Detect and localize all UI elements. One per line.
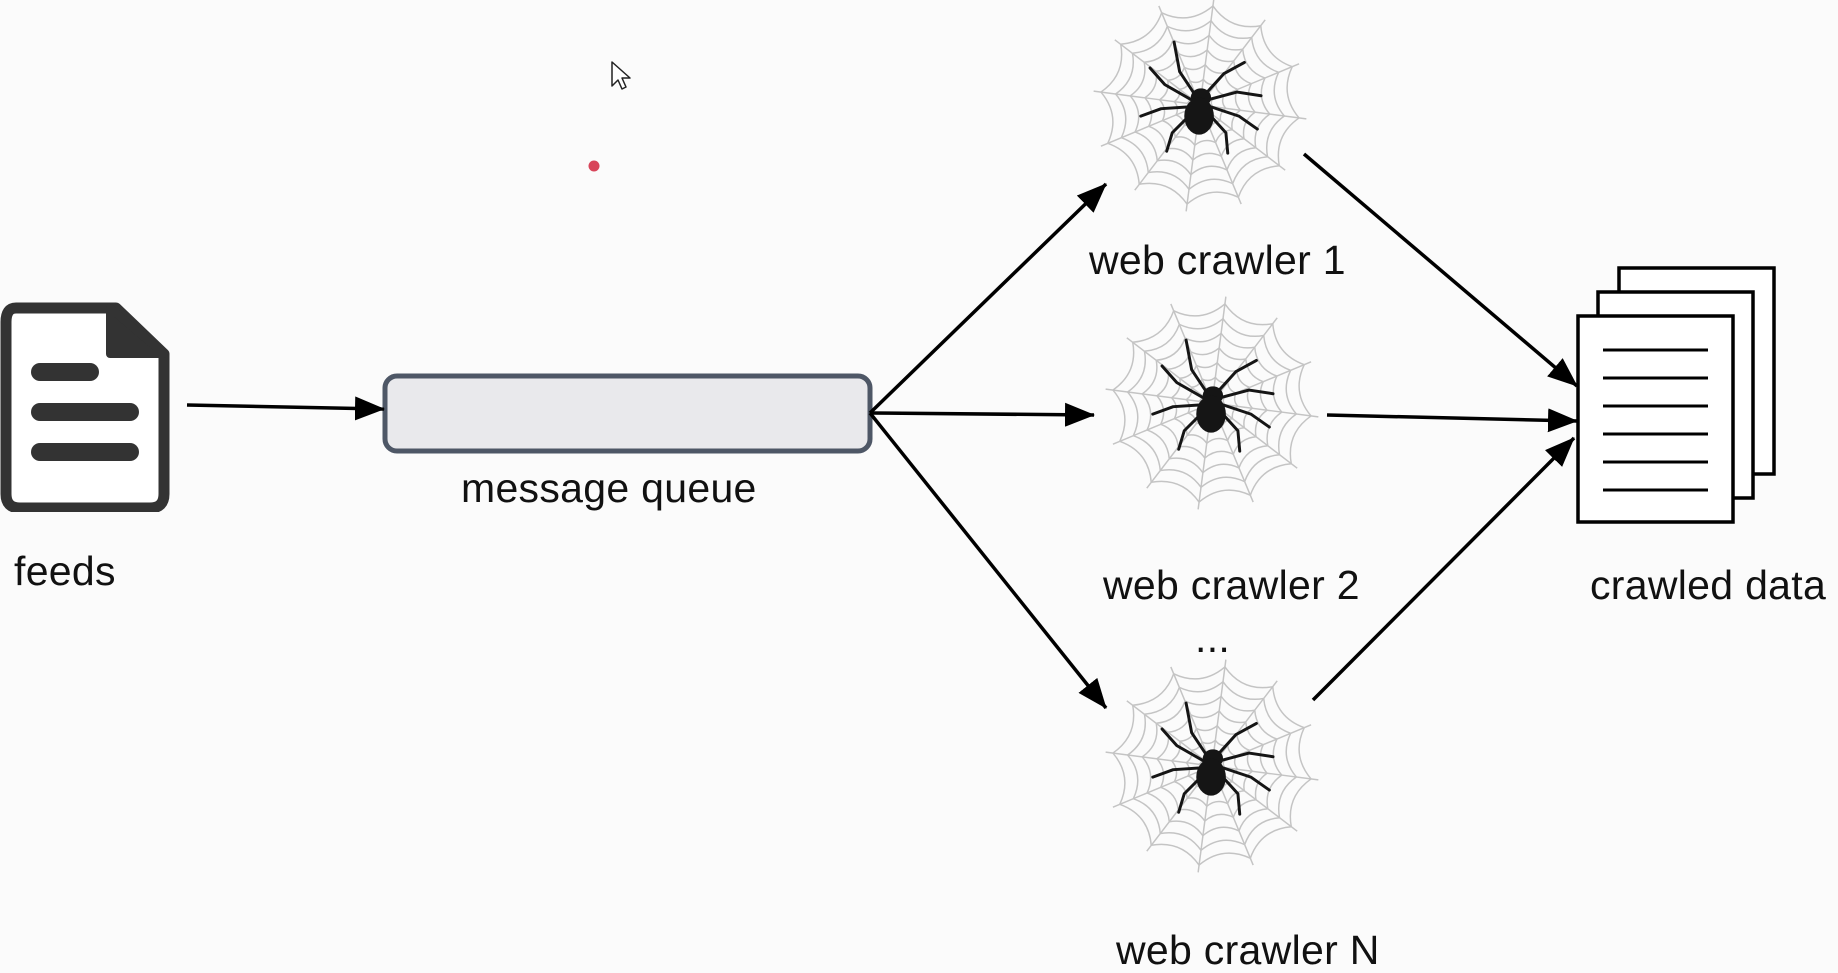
- web-crawler-1-label: web crawler 1: [1089, 237, 1346, 283]
- edge-crawler-2-to-data: [1326, 408, 1578, 433]
- spider-web-icon: [1104, 295, 1320, 511]
- web-crawler-2-label: web crawler 2: [1103, 562, 1360, 608]
- edge-feeds-to-queue: [186, 396, 385, 421]
- edge-queue-to-crawler-n: [868, 411, 1108, 710]
- feeds-label: feeds: [14, 548, 116, 594]
- edge-crawler-1-to-data: [1302, 152, 1579, 388]
- mouse-cursor-icon: [611, 61, 631, 90]
- laser-pointer-dot: [588, 160, 600, 172]
- edge-queue-to-crawler-1: [868, 182, 1108, 415]
- message-queue-box: [382, 373, 873, 454]
- spider-web-icon: [1092, 0, 1308, 213]
- ellipsis-label: ...: [1195, 615, 1231, 661]
- stacked-documents-icon: [1576, 266, 1776, 524]
- document-icon: [6, 308, 164, 508]
- web-crawler-n-label: web crawler N: [1116, 927, 1380, 973]
- edge-queue-to-crawler-2: [869, 402, 1095, 427]
- message-queue-label: message queue: [461, 465, 757, 511]
- spider-web-icon: [1104, 658, 1320, 874]
- crawled-data-label: crawled data: [1590, 562, 1827, 608]
- edge-crawler-n-to-data: [1311, 436, 1576, 702]
